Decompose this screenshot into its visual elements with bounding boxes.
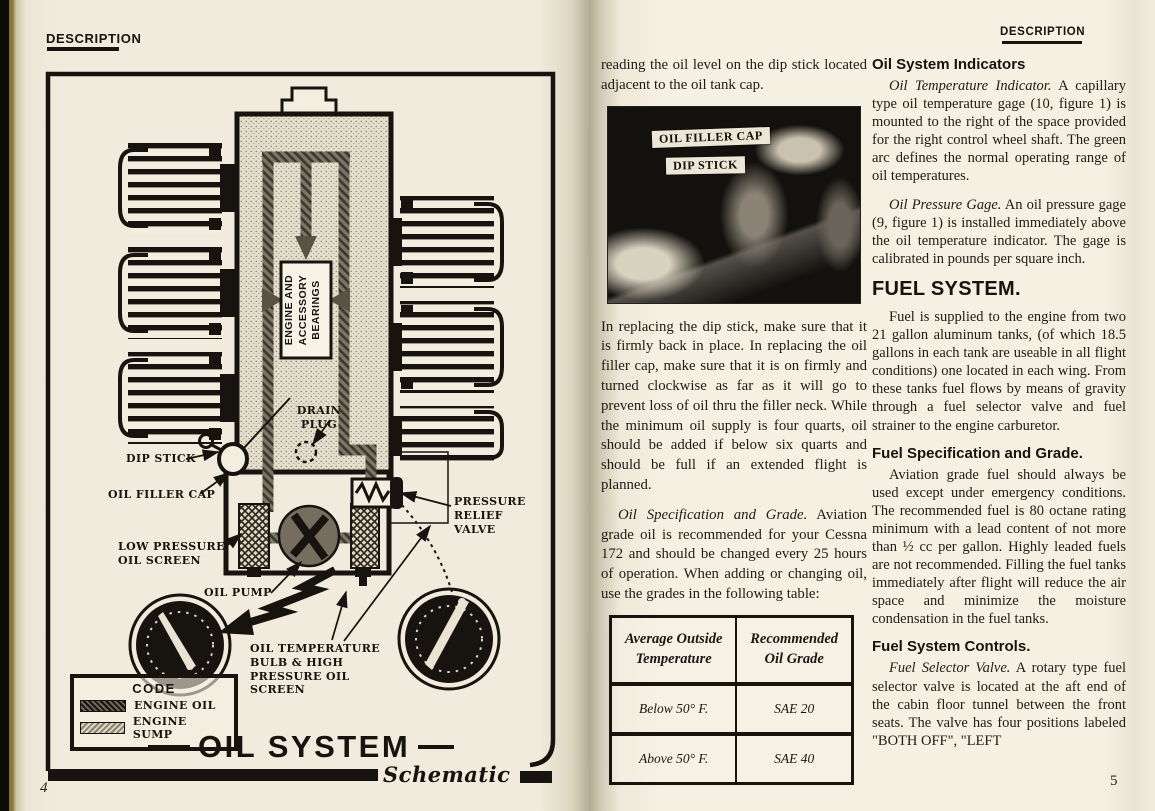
- legend-title: CODE: [132, 681, 176, 696]
- diagram-legend: CODE ENGINE OIL ENGINE SUMP: [70, 674, 238, 751]
- sump-side-bracket: [390, 451, 449, 524]
- right-cylinders: [384, 196, 504, 462]
- heading-fuel-specification: Fuel Specification and Grade.: [872, 444, 1083, 462]
- right-header-underline: [1002, 41, 1082, 44]
- left-header-underline: [47, 47, 119, 51]
- oil-pressure-gauge: [397, 587, 501, 691]
- table-row: Above 50° F. SAE 40: [609, 731, 854, 785]
- paragraph-lead: Oil Specification and Grade.: [618, 506, 808, 523]
- bolt-arrow: [218, 566, 337, 635]
- legend-label: ENGINE SUMP: [132, 715, 187, 741]
- table-header: Recommended Oil Grade: [735, 615, 854, 685]
- bearings-label: ENGINE AND ACCESSORY BEARINGS: [283, 274, 323, 346]
- paragraph-lead: Oil Temperature Indicator.: [889, 78, 1052, 94]
- table-header: Average Outside Temperature: [609, 615, 738, 685]
- table-cell: Below 50° F.: [609, 681, 738, 735]
- legend-row-engine-oil: ENGINE OIL: [80, 699, 228, 712]
- oil-pump-body: [277, 504, 341, 568]
- paragraph: Oil Specification and Grade. Aviation gr…: [601, 506, 867, 605]
- heading-fuel-system: FUEL SYSTEM.: [872, 277, 1021, 300]
- paragraph: Oil Pressure Gage. An oil pressure gage …: [872, 196, 1126, 268]
- paragraph-text: A rotary type fuel selector valve is loc…: [872, 660, 1126, 749]
- drain-plug-marker: [294, 440, 318, 464]
- right-page-header: DESCRIPTION: [1000, 26, 1086, 38]
- oil-grade-table: Average Outside Temperature Recommended …: [609, 614, 854, 785]
- drain-plug-label: DRAIN PLUG: [296, 404, 342, 431]
- pressure-relief-valve-label: PRESSURE RELIEF VALVE: [454, 495, 526, 536]
- legend-label: ENGINE OIL: [134, 699, 216, 712]
- engine-sump-swatch: [80, 722, 125, 734]
- diagram-frame: [45, 71, 556, 783]
- left-page-header: DESCRIPTION: [46, 31, 142, 46]
- table-cell: Above 50° F.: [609, 731, 738, 785]
- oil-system-schematic: [45, 71, 556, 783]
- diagram-title-block: OIL SYSTEM: [148, 729, 454, 765]
- right-column: Oil System Indicators Oil Temperature In…: [872, 54, 1126, 760]
- table-cell: SAE 20: [735, 681, 854, 735]
- table-header-row: Average Outside Temperature Recommended …: [609, 615, 854, 685]
- middle-column: reading the oil level on the dip stick l…: [601, 56, 867, 785]
- bearings-box: [279, 260, 333, 360]
- left-cylinders: [118, 142, 238, 444]
- pressure-relief-valve-body: [350, 477, 403, 509]
- paragraph: Fuel is supplied to the engine from two …: [872, 308, 1126, 434]
- table-cell: SAE 40: [735, 731, 854, 785]
- heading-fuel-system-controls: Fuel System Controls.: [872, 638, 1031, 656]
- dip-stick-label: DIP STICK: [126, 452, 196, 465]
- low-pressure-screen: [238, 503, 270, 577]
- engine-oil-swatch: [80, 699, 126, 712]
- legend-row-engine-sump: ENGINE SUMP: [80, 715, 228, 741]
- paragraph-lead: Oil Pressure Gage.: [889, 196, 1002, 213]
- paragraph-text: An oil pressure gage (9, figure 1) is in…: [872, 196, 1126, 267]
- heading-oil-system-indicators: Oil System Indicators: [872, 56, 1026, 73]
- paragraph: Aviation grade fuel should always be use…: [872, 466, 1126, 628]
- capillary-line: [396, 499, 453, 593]
- diagram-subtitle: Schematic: [383, 762, 511, 787]
- photo-label-oil-filler-cap: OIL FILLER CAP: [651, 126, 770, 148]
- paragraph-lead: Fuel Selector Valve.: [889, 660, 1011, 677]
- photo-label-dip-stick: DIP STICK: [665, 155, 746, 175]
- paragraph: Oil Temperature Indicator. A capillary t…: [872, 77, 1126, 186]
- label-pointers: [185, 419, 452, 642]
- paragraph: In replacing the dip stick, make sure th…: [601, 318, 867, 493]
- diagram-title: OIL SYSTEM: [198, 729, 411, 764]
- title-dash-left: [148, 745, 190, 749]
- low-pressure-oil-screen-label: LOW PRESSURE OIL SCREEN: [118, 540, 225, 567]
- paragraph-text: Aviation grade oil is recommended for yo…: [601, 506, 867, 602]
- right-page-number: 5: [1110, 773, 1118, 789]
- oil-temperature-bulb-label: OIL TEMPERATURE BULB & HIGH PRESSURE OIL…: [250, 642, 381, 697]
- paragraph-text: A capillary type oil temperature gage (1…: [872, 78, 1126, 185]
- oil-pump-label: OIL PUMP: [204, 586, 272, 599]
- paragraph: Fuel Selector Valve. A rotary type fuel …: [872, 659, 1126, 749]
- oil-filler-cap-label: OIL FILLER CAP: [108, 488, 216, 501]
- engine-compartment-photo: OIL FILLER CAP DIP STICK: [607, 105, 861, 304]
- table-row: Below 50° F. SAE 20: [609, 681, 854, 735]
- left-page-number: 4: [40, 780, 48, 796]
- title-dash-right: [418, 745, 454, 749]
- paragraph: reading the oil level on the dip stick l…: [601, 57, 867, 93]
- flow-arrows: [262, 236, 350, 312]
